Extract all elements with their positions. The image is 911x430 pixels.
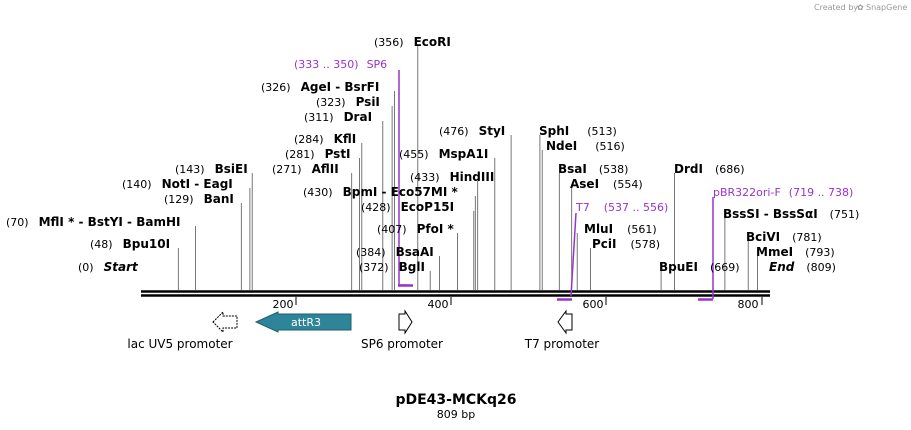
- site-label-bpmi: (430)BpmI - Eco57MI *: [303, 185, 458, 199]
- plasmid-name: pDE43-MCKq26: [395, 392, 516, 408]
- features: attR3 lac UV5 promoter SP6 promoter T7 p…: [127, 309, 600, 351]
- site-label-mmei: MmeI(793): [756, 245, 835, 259]
- t7-promoter-arrow-icon: [557, 309, 573, 335]
- feature-label-t7-promoter: T7 promoter: [524, 337, 600, 351]
- site-label-psii: (323)PsiI: [316, 95, 380, 109]
- tick-label-400: 400: [428, 298, 449, 311]
- site-label-bsai: BsaI(538): [558, 162, 628, 176]
- tick-label-800: 800: [738, 298, 759, 311]
- primer-labels: (333 .. 350)SP6 T7(537 .. 556) pBR322ori…: [294, 58, 853, 214]
- site-label-start: (0)Start: [78, 260, 139, 274]
- t7-primer-line: [570, 212, 577, 297]
- site-label-drdi: DrdI(686): [674, 162, 745, 176]
- site-label-agei: (326)AgeI - BsrFI: [261, 80, 379, 94]
- site-label-bsiei: (143)BsiEI: [175, 162, 248, 176]
- site-label-bpu10i: (48)Bpu10I: [90, 237, 170, 251]
- site-label-ecop15i: (428)EcoP15I: [361, 200, 454, 214]
- site-label-hindiii: (433)HindIII: [410, 170, 494, 184]
- site-label-ndei: NdeI(516): [546, 139, 625, 153]
- primer-marks: [398, 70, 714, 301]
- site-label-mspa1i: (455)MspA1I: [399, 147, 488, 161]
- site-label-ecori: (356)EcoRI: [374, 35, 451, 49]
- site-label-end: End(809): [769, 260, 836, 274]
- tick-label-600: 600: [583, 298, 604, 311]
- sp6-promoter-arrow-icon: [398, 309, 413, 335]
- site-label-bgli: (372)BglI: [359, 260, 425, 274]
- watermark-created-by: Created by: [814, 3, 858, 12]
- site-label-drai: (311)DraI: [304, 110, 372, 124]
- site-label-bcivi: BciVI(781): [746, 230, 822, 244]
- site-label-pcii: PciI(578): [592, 237, 660, 251]
- site-label-pfoi: (407)PfoI *: [377, 222, 454, 236]
- site-label-sphi: SphI(513): [539, 124, 617, 138]
- attr3-label: attR3: [291, 316, 321, 329]
- tick-label-200: 200: [273, 298, 294, 311]
- lac-uv5-promoter-arrow-icon: [212, 310, 238, 334]
- snapgene-logo-icon: ✿: [857, 3, 864, 12]
- site-label-styi: (476)StyI: [439, 124, 505, 138]
- site-label-bsssi: BssSI - BssSαI(751): [723, 207, 859, 221]
- ruler: 200 400 600 800: [273, 297, 763, 311]
- site-label-asei: AseI(554): [570, 177, 643, 191]
- site-label-mlui: MluI(561): [584, 222, 657, 236]
- feature-label-sp6-promoter: SP6 promoter: [361, 337, 443, 351]
- primer-label-t7: T7(537 .. 556): [575, 201, 668, 214]
- primer-label-pbr322ori-f: pBR322ori-F(719 .. 738): [713, 186, 853, 199]
- site-label-bsaai: (384)BsaAI: [356, 245, 434, 259]
- attr3-arrow-icon: [254, 311, 352, 333]
- site-label-psti: (281)PstI: [285, 147, 351, 161]
- site-label-kfli: (284)KflI: [294, 132, 356, 146]
- site-label-mfli: (70)MflI * - BstYI - BamHI: [6, 215, 180, 229]
- site-label-bpuei: BpuEI(669): [659, 260, 740, 274]
- site-label-noti: (140)NotI - EagI: [122, 177, 233, 191]
- enzyme-labels: (356)EcoRI (326)AgeI - BsrFI (323)PsiI (…: [6, 35, 859, 274]
- site-label-aflii: (271)AflII: [272, 162, 339, 176]
- site-label-bani: (129)BanI: [164, 192, 234, 206]
- watermark-brand: SnapGene: [866, 3, 907, 12]
- leader-lines: [177, 46, 758, 290]
- feature-label-lac-uv5-promoter: lac UV5 promoter: [127, 337, 232, 351]
- plasmid-length: 809 bp: [437, 408, 475, 421]
- primer-label-sp6: (333 .. 350)SP6: [294, 58, 387, 71]
